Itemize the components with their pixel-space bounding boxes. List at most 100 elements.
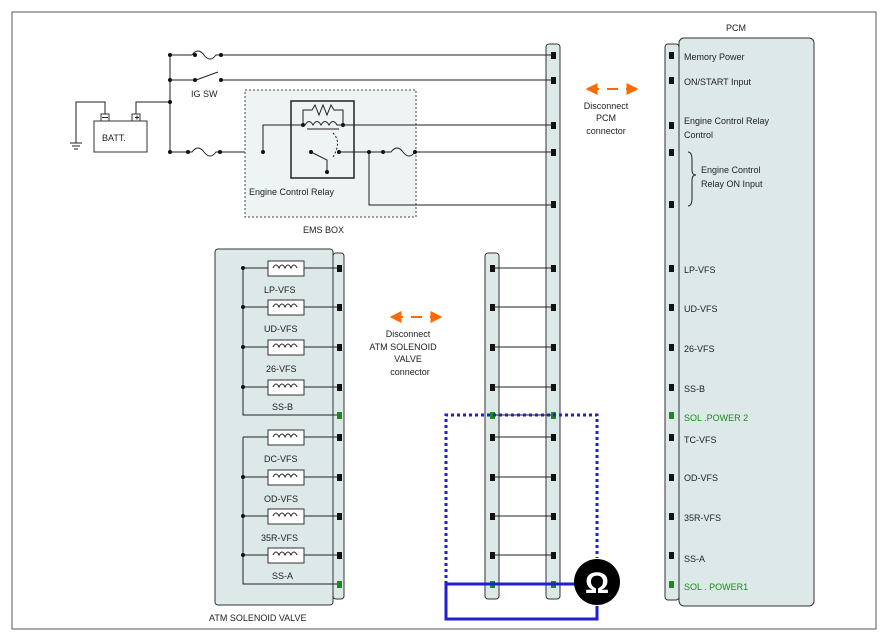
battery-label: BATT. <box>102 133 126 143</box>
disconnect-atm-text-1: Disconnect <box>386 329 431 339</box>
pcm-pin <box>669 344 674 351</box>
pcm-label-ud-vfs: UD-VFS <box>684 304 718 314</box>
battery-positive-wire <box>135 101 170 114</box>
relay-resistor-icon <box>302 103 344 125</box>
pcm-brace <box>687 151 697 207</box>
engine-control-relay-label: Engine Control Relay <box>249 187 335 197</box>
battery <box>93 120 148 153</box>
relay-output-wire <box>339 147 553 157</box>
solenoid-od-vfs: OD-VFS <box>241 469 337 504</box>
pcm-label-26-vfs: 26-VFS <box>684 344 715 354</box>
svg-text:LP-VFS: LP-VFS <box>264 285 296 295</box>
pcm-label-tc-vfs: TC-VFS <box>684 435 717 445</box>
harness-pin <box>551 122 556 129</box>
harness-pin <box>551 77 556 84</box>
disconnect-pcm-text-1: Disconnect <box>584 101 629 111</box>
pcm-pin <box>669 149 674 156</box>
pcm-label-ecr-control-1: Engine Control Relay <box>684 116 770 126</box>
disconnect-pcm-text-3: connector <box>586 126 626 136</box>
atm-common-rail-lower <box>242 437 337 585</box>
pcm-pin <box>669 513 674 520</box>
pcm-pin-sol-power2 <box>669 412 674 419</box>
pcm-pin <box>669 52 674 59</box>
pcm-label-od-vfs: OD-VFS <box>684 473 718 483</box>
svg-text:SS-B: SS-B <box>272 402 293 412</box>
pcm-label-ecr-on-2: Relay ON Input <box>701 179 763 189</box>
pcm-module <box>678 37 815 607</box>
pcm-label-memory-power: Memory Power <box>684 52 745 62</box>
svg-text:26-VFS: 26-VFS <box>266 364 297 374</box>
svg-text:DC-VFS: DC-VFS <box>264 454 298 464</box>
pcm-pin <box>669 474 674 481</box>
pcm-label-lp-vfs: LP-VFS <box>684 265 716 275</box>
pcm-pin <box>669 201 674 208</box>
pcm-label-sol-power2: SOL .POWER 2 <box>684 413 748 423</box>
pcm-pin-sol-power1 <box>669 581 674 588</box>
pcm-label-on-start-input: ON/START Input <box>684 77 752 87</box>
solenoid-ud-vfs: UD-VFS <box>241 299 337 334</box>
harness-pin <box>551 201 556 208</box>
harness-connector-pcm-side <box>545 43 561 600</box>
pcm-label-ss-a: SS-A <box>684 554 705 564</box>
relay-out-dots <box>367 150 417 154</box>
junction-dot <box>261 150 265 154</box>
solenoid-ss-a: SS-A <box>241 547 337 581</box>
pcm-pin <box>669 265 674 272</box>
pcm-label-sol-power1: SOL . POWER1 <box>684 582 748 592</box>
pcm-pin <box>669 77 674 84</box>
engine-control-relay <box>290 100 355 179</box>
pcm-pin <box>669 122 674 129</box>
relay-dashed-link <box>332 132 338 158</box>
power-junction-dots <box>168 53 223 154</box>
probe-wire-solid <box>444 582 599 621</box>
probe-wire-dotted <box>444 413 599 584</box>
ems-box-label: EMS BOX <box>303 225 344 235</box>
ig-sw-label: IG SW <box>191 89 218 99</box>
svg-text:SS-A: SS-A <box>272 571 293 581</box>
ig-switch-icon <box>170 71 553 81</box>
pcm-label-35r-vfs: 35R-VFS <box>684 513 721 523</box>
solenoid-26-vfs: 26-VFS <box>241 339 337 374</box>
pcm-pin <box>669 384 674 391</box>
pcm-title: PCM <box>726 23 746 33</box>
solenoid-35r-vfs: 35R-VFS <box>241 508 337 543</box>
solenoid-lp-vfs: LP-VFS <box>241 260 337 295</box>
ohmmeter-icon <box>574 559 620 605</box>
solenoid-ss-b: SS-B <box>241 379 337 412</box>
ohm-symbol: Ω <box>585 567 609 600</box>
atm-connector-strip <box>332 252 345 600</box>
ground-wire <box>75 101 106 143</box>
solenoid-dc-vfs: DC-VFS <box>243 429 337 464</box>
svg-text:OD-VFS: OD-VFS <box>264 494 298 504</box>
disconnect-atm-text-3: VALVE <box>394 354 422 364</box>
relay-switch-contact <box>310 151 328 172</box>
ems-box <box>244 89 417 218</box>
atm-common-rail-upper <box>242 268 337 416</box>
harness-connector-atm-side <box>484 252 500 600</box>
svg-text:UD-VFS: UD-VFS <box>264 324 298 334</box>
harness-pin <box>551 149 556 156</box>
fuse-memory-power <box>170 50 553 60</box>
ground-icon <box>70 142 82 150</box>
pcm-pin <box>669 434 674 441</box>
fuse-relay-feed <box>170 147 311 157</box>
pcm-label-ecr-on-1: Engine Control <box>701 165 761 175</box>
relay-coil-icon <box>303 121 343 127</box>
pcm-pin <box>669 304 674 311</box>
svg-text:35R-VFS: 35R-VFS <box>261 533 298 543</box>
harness-pin <box>551 52 556 59</box>
pcm-label-ecr-control-2: Control <box>684 130 713 140</box>
pcm-pin <box>669 552 674 559</box>
atm-connector-pins <box>337 265 342 588</box>
atm-solenoid-valve-label: ATM SOLENOID VALVE <box>209 613 307 623</box>
relay-on-input-wire <box>368 152 553 206</box>
relay-coil-feed <box>262 124 303 152</box>
pcm-label-ss-b: SS-B <box>684 384 705 394</box>
inter-connector-wires <box>492 267 553 585</box>
inter-connector-dots <box>490 266 555 557</box>
disconnect-atm-text-2: ATM SOLENOID <box>369 342 437 352</box>
disconnect-pcm-text-2: PCM <box>596 113 616 123</box>
outer-frame <box>11 11 877 630</box>
disconnect-atm-text-4: connector <box>390 367 430 377</box>
